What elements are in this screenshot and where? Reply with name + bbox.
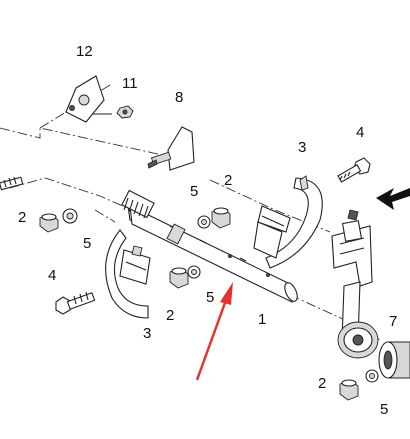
part-2-bolt-a (39, 213, 59, 233)
callout-2-d: 2 (318, 375, 326, 392)
left-partial-bolt (0, 176, 24, 191)
part-1-shaft (121, 189, 298, 303)
callout-3-lower: 3 (143, 325, 151, 342)
callout-8: 8 (175, 89, 183, 106)
part-5-washer-d (365, 369, 379, 383)
part-11-nut (116, 105, 134, 119)
part-12-bracket (65, 75, 112, 123)
part-3-shift-fork-lower (105, 229, 151, 319)
callout-2-a: 2 (224, 172, 232, 189)
callout-7: 7 (389, 313, 397, 330)
callout-5-b: 5 (83, 235, 91, 252)
part-2-bolt-d (339, 379, 359, 401)
callout-5-a: 5 (190, 183, 198, 200)
callout-3-upper: 3 (298, 139, 306, 156)
part-5-washer-c (187, 265, 201, 279)
part-2-bolt-c (169, 267, 189, 289)
shaft-thread (121, 189, 155, 219)
callout-5-c: 5 (206, 289, 214, 306)
part-5-washer-b (197, 215, 211, 229)
black-arrow-icon (376, 188, 410, 210)
part-4-bolt-lower (55, 291, 96, 315)
part-7-bushing (378, 341, 410, 379)
callout-4-lower: 4 (48, 267, 56, 284)
part-2-bolt-b (211, 207, 231, 229)
callout-11: 11 (122, 75, 138, 92)
callout-2-c: 2 (166, 307, 174, 324)
callout-labels: 12 11 8 3 4 5 2 2 5 4 2 5 3 1 7 2 5 (18, 43, 397, 418)
part-3-shift-fork-upper (253, 175, 323, 269)
callout-12: 12 (76, 43, 93, 60)
callout-2-b: 2 (18, 209, 26, 226)
callout-1: 1 (258, 311, 266, 328)
leader-line-2-left (94, 209, 116, 223)
part-5-washer-a (62, 208, 78, 224)
callout-5-d: 5 (380, 401, 388, 418)
leader-line-8 (0, 127, 186, 161)
part-4-bolt-upper (337, 157, 371, 183)
callout-4-upper: 4 (356, 124, 364, 141)
detent-assembly (331, 209, 379, 359)
part-8-fork (147, 126, 195, 171)
red-arrow-icon (195, 282, 233, 381)
